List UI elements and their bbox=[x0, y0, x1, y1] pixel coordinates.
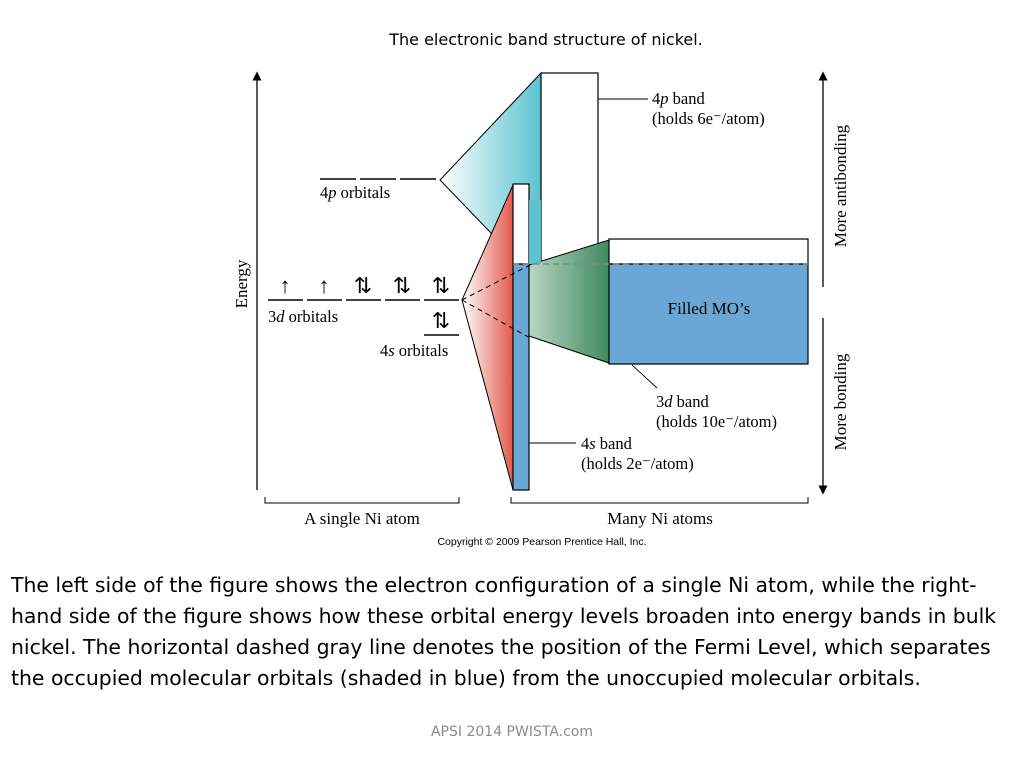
band-4p-label: 4p band bbox=[652, 89, 705, 108]
electron-d3: ⇅ bbox=[354, 273, 372, 298]
electron-d1: ↑ bbox=[280, 273, 291, 298]
band-4p-holds: (holds 6e⁻/atom) bbox=[652, 109, 765, 128]
band-3d-filled bbox=[608, 263, 809, 365]
electron-arrows-3d: ↑ ↑ ⇅ ⇅ ⇅ bbox=[280, 273, 451, 298]
band-structure-diagram: Energy 4p orbitals ↑ ↑ ⇅ ⇅ ⇅ 3d orbitals… bbox=[232, 71, 850, 548]
footer-text: APSI 2014 PWISTA.com bbox=[430, 724, 593, 740]
mixing-lines bbox=[461, 264, 531, 339]
electron-s: ⇅ bbox=[432, 308, 450, 333]
caption-paragraph: The left side of the figure shows the el… bbox=[11, 573, 997, 690]
band-4s-empty bbox=[512, 183, 530, 265]
more-antibonding-label: More antibonding bbox=[831, 124, 850, 247]
filled-mo-label: Filled MO’s bbox=[668, 299, 751, 318]
electron-d5: ⇅ bbox=[432, 273, 450, 298]
orbital-3d-label: 3d orbitals bbox=[268, 307, 338, 326]
electron-d2: ↑ bbox=[319, 273, 330, 298]
many-atoms-brace bbox=[510, 497, 809, 504]
copyright-text: Copyright © 2009 Pearson Prentice Hall, … bbox=[437, 536, 646, 548]
slide-title: The electronic band structure of nickel. bbox=[389, 30, 703, 49]
many-atoms-label: Many Ni atoms bbox=[607, 509, 713, 528]
leader-lines bbox=[529, 98, 658, 444]
band-4s-label: 4s band bbox=[581, 434, 633, 453]
band-4p-upper bbox=[540, 72, 599, 265]
band-3d-label: 3d band bbox=[656, 392, 709, 411]
band-4s-holds: (holds 2e⁻/atom) bbox=[581, 454, 694, 473]
single-atom-label: A single Ni atom bbox=[304, 509, 420, 528]
more-bonding-label: More bonding bbox=[831, 353, 850, 450]
band-4p-cyan bbox=[529, 200, 541, 264]
orbital-4s-label: 4s orbitals bbox=[380, 341, 448, 360]
orbital-4p-label: 4p orbitals bbox=[320, 183, 390, 202]
band-3d-empty bbox=[608, 238, 809, 265]
energy-label: Energy bbox=[232, 259, 251, 308]
fan-4s bbox=[461, 184, 514, 491]
single-atom-brace bbox=[264, 497, 460, 504]
band-4s-filled bbox=[512, 263, 530, 491]
electron-d4: ⇅ bbox=[393, 273, 411, 298]
band-3d-holds: (holds 10e⁻/atom) bbox=[656, 412, 777, 431]
